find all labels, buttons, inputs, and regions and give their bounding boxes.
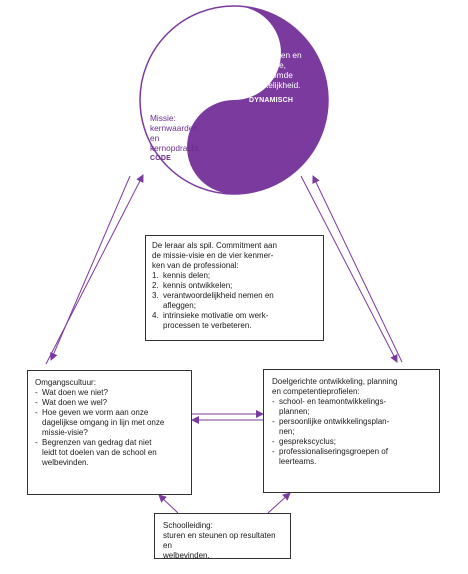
list-item: - gesprekscyclus; [272, 437, 431, 447]
list-text: afleggen; [163, 301, 196, 310]
arrow-right-to-yinyang-outer [312, 175, 403, 363]
list-item: - persoonlijke ontwikkelingsplan- nen; [272, 417, 431, 437]
yin-yang-light-dot [218, 37, 250, 69]
right-title-line: en competentieprofielen: [272, 387, 360, 396]
list-text: processen te verbeteren. [163, 321, 252, 330]
arrow-left-to-yinyang-inner [45, 174, 144, 365]
arrow-yinyang-to-right-inner [300, 175, 398, 363]
visie-text: Visie: kerndoelen en Gedurfde, Gedroomde… [249, 40, 302, 90]
list-text: leidt tot doelen van de school en [42, 448, 157, 457]
bottom-line: welbevinden. [163, 551, 210, 560]
list-item: - Hoe geven we vorm aan onze dagelijkse … [35, 408, 184, 438]
bottom-line: Schoolleiding: [163, 521, 213, 530]
list-item: 3. verantwoordelijkheid nemen en aflegge… [152, 291, 317, 311]
list-text: nen; [279, 427, 295, 436]
list-item: - school- en teamontwikkelings- plannen; [272, 397, 431, 417]
ontwikkeling-list: - school- en teamontwikkelings- plannen;… [272, 397, 431, 467]
left-box-omgangscultuur: Omgangscultuur: - Wat doen we niet? - Wa… [27, 370, 192, 495]
center-box-leraar: De leraar als spil. Commitment aan de mi… [145, 235, 324, 341]
list-text: Wat doen we wel? [42, 398, 108, 407]
center-intro-line: de missie-visie en de vier kenmer- [152, 251, 274, 260]
bottom-box-text: Schoolleiding: sturen en steunen op resu… [163, 521, 282, 561]
list-number: 2. [152, 281, 159, 290]
list-item: - professionaliseringsgroepen of leertea… [272, 447, 431, 467]
list-item: - Begrenzen van gedrag dat niet leidt to… [35, 438, 184, 468]
missie-line: Missie: [150, 113, 176, 123]
visie-line: Gedroomde [249, 70, 293, 80]
dash-bullet: - [272, 447, 275, 456]
list-text: school- en teamontwikkelings- [279, 397, 387, 406]
arrow-yinyang-to-left-outer [50, 175, 131, 361]
left-box-title: Omgangscultuur: [35, 378, 96, 387]
yin-yang-dark-dot [218, 131, 250, 163]
list-text: gesprekscyclus; [279, 437, 336, 446]
visie-line: kerndoelen en [249, 50, 302, 60]
list-text: missie-visie? [42, 428, 88, 437]
list-text: verantwoordelijkheid nemen en [163, 291, 274, 300]
list-item: - Wat doen we wel? [35, 398, 184, 408]
list-text: Hoe geven we vorm aan onze [42, 408, 149, 417]
missie-text: Missie: kernwaarden en kernopdracht. [150, 113, 201, 153]
dash-bullet: - [35, 388, 38, 397]
center-intro-line: De leraar als spil. Commitment aan [152, 241, 277, 250]
list-text: persoonlijke ontwikkelingsplan- [279, 417, 390, 426]
center-intro: De leraar als spil. Commitment aan de mi… [152, 241, 317, 271]
center-intro-line: ken van de professional: [152, 261, 239, 270]
list-text: intrinsieke motivatie om werk- [163, 311, 269, 320]
list-item: - Wat doen we niet? [35, 388, 184, 398]
dash-bullet: - [272, 437, 275, 446]
list-number: 3. [152, 291, 159, 300]
visie-line: Gedurfde, [249, 60, 286, 70]
arrow-bottom-to-right [267, 492, 291, 514]
list-text: plannen; [279, 407, 310, 416]
list-text: kennis delen; [163, 271, 211, 280]
right-title-line: Doelgerichte ontwikkeling, planning [272, 377, 398, 386]
list-text: kennis ontwikkelen; [163, 281, 233, 290]
dynamisch-label: DYNAMISCH [249, 97, 294, 104]
bottom-box-schoolleiding: Schoolleiding: sturen en steunen op resu… [154, 513, 291, 561]
professional-characteristics-list: 1. kennis delen; 2. kennis ontwikkelen; … [152, 271, 317, 331]
omgangscultuur-list: - Wat doen we niet? - Wat doen we wel? -… [35, 388, 184, 468]
list-text: Begrenzen van gedrag dat niet [42, 438, 152, 447]
visie-line: Werkelijkheid. [249, 80, 301, 90]
list-text: dagelijkse omgang in lijn met onze [42, 418, 165, 427]
missie-line: kernopdracht. [150, 143, 201, 153]
yin-yang-symbol [139, 5, 329, 195]
list-item: 2. kennis ontwikkelen; [152, 281, 317, 291]
bottom-line: sturen en steunen op resultaten en [163, 531, 276, 550]
dash-bullet: - [35, 408, 38, 417]
missie-line: kernwaarden [150, 123, 198, 133]
dash-bullet: - [272, 397, 275, 406]
missie-line: en [150, 133, 160, 143]
dash-bullet: - [35, 438, 38, 447]
list-text: welbevinden. [42, 458, 89, 467]
right-box-ontwikkeling: Doelgerichte ontwikkeling, planning en c… [263, 369, 440, 493]
arrow-bottom-to-left [158, 494, 179, 514]
visie-line: Visie: [249, 40, 270, 50]
dash-bullet: - [35, 398, 38, 407]
list-item: 1. kennis delen; [152, 271, 317, 281]
dash-bullet: - [272, 417, 275, 426]
list-item: 4. intrinsieke motivatie om werk- proces… [152, 311, 317, 331]
list-text: Wat doen we niet? [42, 388, 108, 397]
list-text: leerteams. [279, 457, 317, 466]
list-text: professionaliseringsgroepen of [279, 447, 388, 456]
list-number: 4. [152, 311, 159, 320]
right-box-title: Doelgerichte ontwikkeling, planning en c… [272, 377, 431, 397]
code-label: CODE [150, 155, 172, 162]
list-number: 1. [152, 271, 159, 280]
